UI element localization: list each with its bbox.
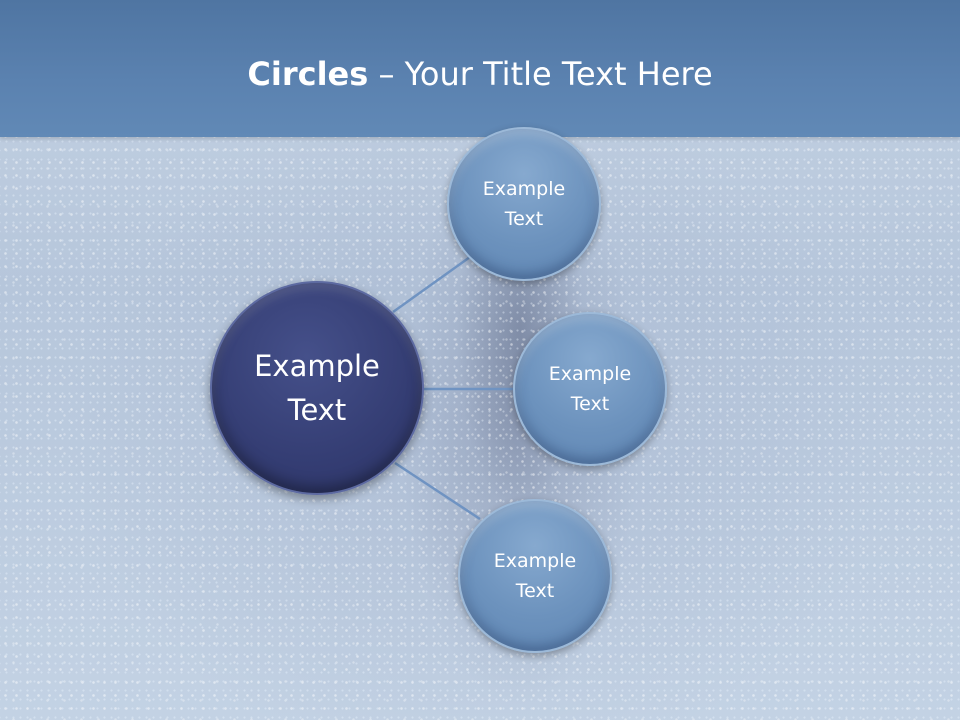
- satellite-circle-1[interactable]: Example Text: [447, 127, 601, 281]
- center-circle-label: Example Text: [254, 349, 380, 427]
- satellite-circle-2[interactable]: Example Text: [513, 312, 667, 466]
- center-circle[interactable]: Example Text: [210, 281, 424, 495]
- satellite-circle-label: Example Text: [548, 363, 632, 415]
- connector-1: [392, 255, 471, 314]
- slide-title[interactable]: Circles – Your Title Text Here: [0, 52, 960, 96]
- title-bar: [0, 0, 960, 137]
- title-bold: Circles: [247, 55, 369, 93]
- connector-3: [394, 461, 481, 521]
- satellite-circle-label: Example Text: [482, 178, 566, 230]
- title-rest: – Your Title Text Here: [368, 55, 713, 93]
- satellite-circle-label: Example Text: [493, 550, 577, 602]
- satellite-circle-3[interactable]: Example Text: [458, 499, 612, 653]
